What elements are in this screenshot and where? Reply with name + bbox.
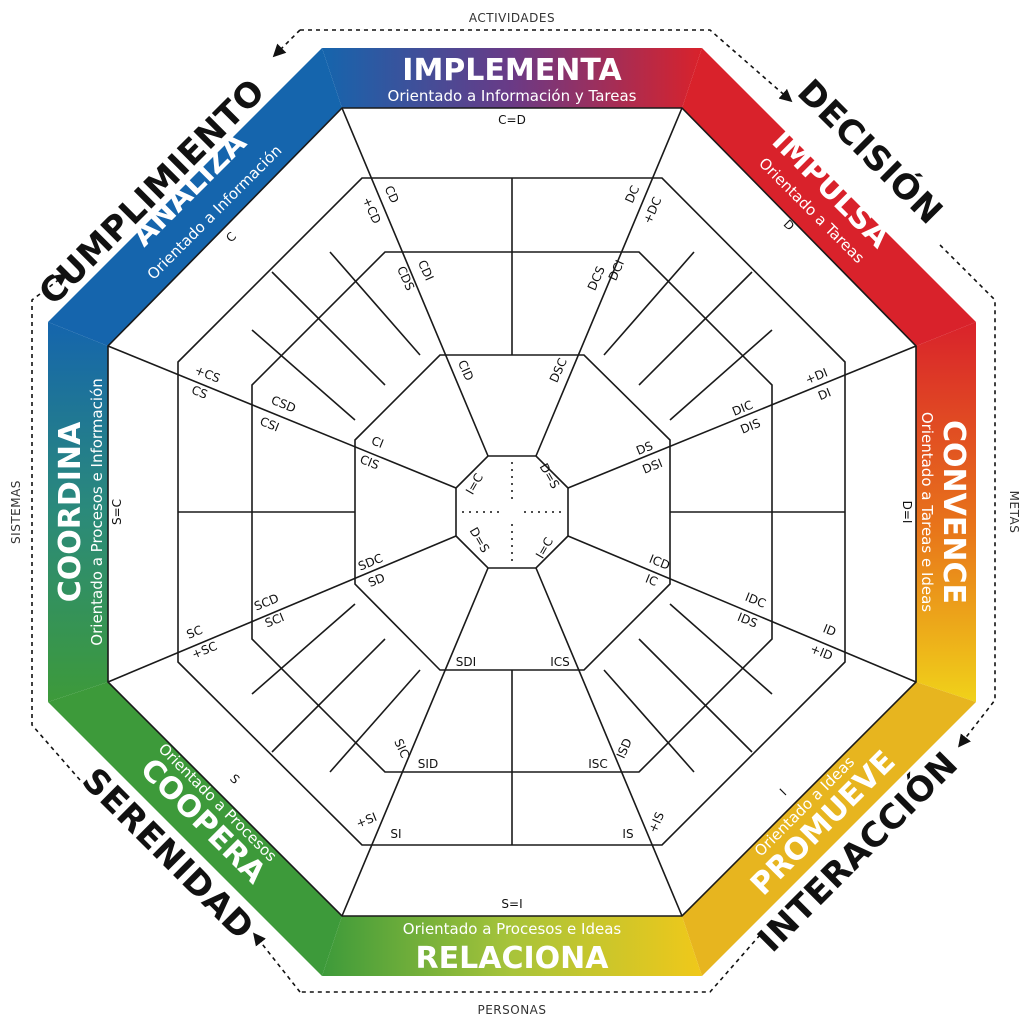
- band-subtitle-relaciona: Orientado a Procesos e Ideas: [403, 920, 622, 938]
- band-title-convence: CONVENCE: [936, 420, 971, 604]
- band-title-coordina: COORDINA: [53, 421, 88, 602]
- label-dc: DC: [622, 183, 642, 205]
- band-subtitle-convence: Orientado a Tareas e Ideas: [918, 412, 936, 612]
- label-is: IS: [622, 827, 633, 841]
- band-title-implementa: IMPLEMENTA: [402, 53, 622, 88]
- octagon-ring-2: [177, 177, 846, 846]
- label-isc: ISC: [588, 757, 608, 771]
- label-dis: DIS: [738, 416, 762, 437]
- label-ic: IC: [643, 572, 659, 589]
- label-di-plus: +DI: [803, 366, 829, 388]
- label-id: ID: [821, 621, 838, 639]
- label-ics: ICS: [550, 655, 570, 669]
- label-sc: SC: [184, 623, 204, 642]
- label-si: SI: [390, 827, 401, 841]
- label-d-eq-i: D=I: [900, 501, 914, 524]
- band-subtitle-coordina: Orientado a Procesos e Información: [88, 378, 106, 645]
- label-sc-plus: +SC: [190, 639, 219, 662]
- label-idc: IDC: [743, 590, 768, 611]
- label-dsi: DSI: [640, 456, 664, 477]
- label-s-eq-c: S=C: [110, 499, 124, 525]
- label-di: DI: [816, 385, 833, 403]
- label-ci: CI: [369, 434, 385, 451]
- outer-dashed-path: [31, 29, 996, 993]
- side-label-left: SISTEMAS: [9, 480, 23, 544]
- side-label-right: METAS: [1007, 491, 1021, 534]
- label-cdi: CDI: [415, 258, 436, 283]
- label-center-ic: I=C: [463, 471, 486, 497]
- label-cds: CDS: [394, 264, 417, 293]
- label-csd: CSD: [269, 393, 298, 415]
- label-id-plus: +ID: [808, 642, 834, 664]
- label-cd: CD: [382, 183, 402, 205]
- label-isd: ISD: [614, 736, 635, 760]
- label-sdi: SDI: [456, 655, 476, 669]
- band-convence: [916, 322, 976, 702]
- label-sid: SID: [418, 757, 438, 771]
- label-scd: SCD: [252, 591, 281, 613]
- label-c: C: [223, 229, 239, 245]
- side-label-top: ACTIVIDADES: [469, 11, 555, 25]
- inner-grid: [107, 107, 917, 917]
- band-coopera: [48, 682, 342, 976]
- label-dci: DCI: [606, 258, 627, 283]
- label-cid: CID: [455, 358, 476, 383]
- label-cis: CIS: [358, 452, 381, 472]
- label-dsc: DSC: [547, 356, 570, 385]
- label-sd: SD: [366, 571, 387, 590]
- label-dcs: DCS: [585, 264, 608, 293]
- octagon-ring-4: [354, 354, 671, 671]
- octagon-ring-3: [251, 251, 773, 773]
- band-subtitle-implementa: Orientado a Información y Tareas: [388, 87, 637, 105]
- band-relaciona: [322, 916, 702, 976]
- label-s: S: [227, 772, 242, 787]
- band-coordina: [48, 322, 108, 702]
- label-i: I: [777, 786, 789, 798]
- label-s-eq-i: S=I: [501, 897, 522, 911]
- label-icd: ICD: [647, 552, 672, 573]
- side-label-bottom: PERSONAS: [477, 1003, 546, 1017]
- label-c-eq-d: C=D: [498, 113, 526, 127]
- label-center-ds: D=S: [537, 461, 563, 491]
- label-cs: CS: [189, 383, 209, 402]
- label-dic: DIC: [730, 398, 755, 419]
- label-si-plus: +SI: [354, 810, 379, 831]
- label-is-plus: +IS: [646, 810, 667, 835]
- label-ds: DS: [634, 439, 655, 458]
- label-csi: CSI: [258, 414, 281, 434]
- band-title-relaciona: RELACIONA: [416, 941, 610, 976]
- label-ids: IDS: [735, 610, 759, 631]
- band-impulsa: [682, 48, 976, 346]
- band-analiza: [48, 48, 342, 346]
- label-center-ic2: I=C: [533, 535, 556, 561]
- band-implementa: [322, 48, 702, 108]
- band-promueve: [682, 682, 976, 976]
- label-sci: SCI: [263, 610, 286, 630]
